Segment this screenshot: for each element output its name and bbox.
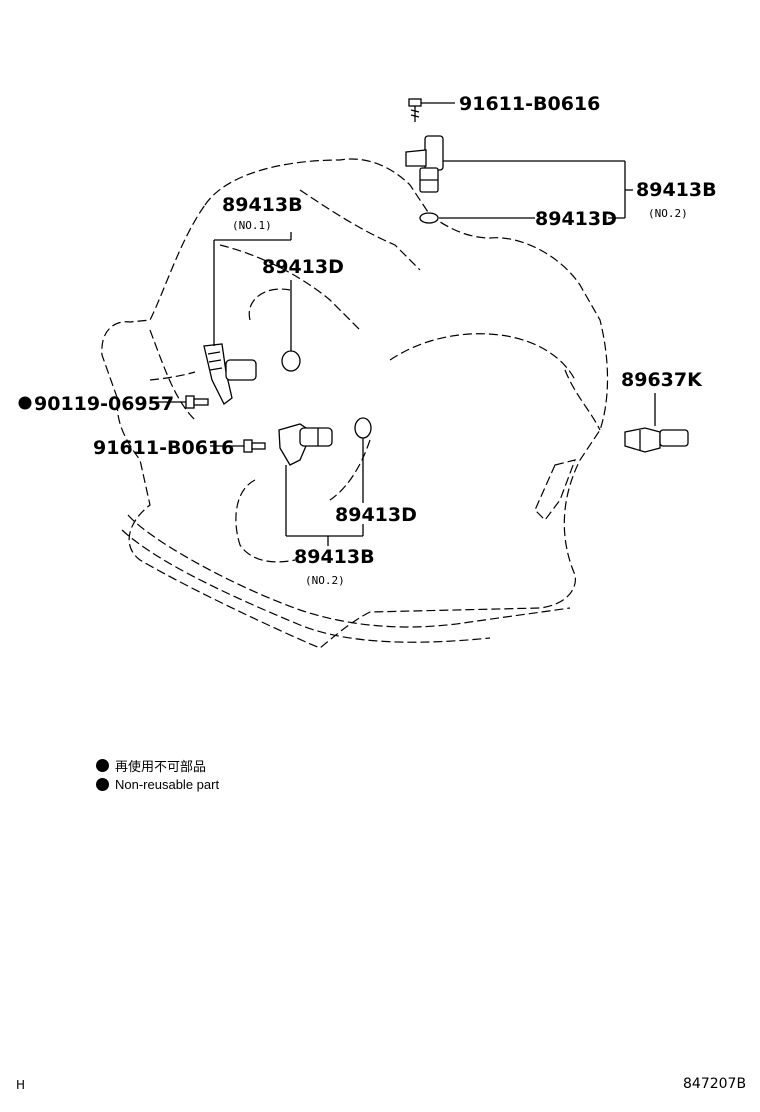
label-oring-top: 89413D: [535, 208, 617, 230]
label-sensor-no2-bottom: 89413B: [294, 546, 375, 568]
label-oring-left: 89413D: [262, 256, 344, 278]
leader-lines-bottom: [285, 438, 364, 546]
knock-sensor[interactable]: [624, 393, 689, 453]
speed-sensor-no1[interactable]: [203, 343, 257, 405]
bolt-mid[interactable]: [210, 439, 266, 453]
bolt-nonreusable[interactable]: [156, 395, 209, 409]
label-sensor-no1: 89413B: [222, 194, 303, 216]
label-oring-bottom: 89413D: [335, 504, 417, 526]
label-bolt-nonreusable: 90119-06957: [34, 393, 174, 415]
o-ring-top[interactable]: [419, 212, 439, 224]
footer-left-mark: H: [16, 1078, 26, 1092]
speed-sensor-no2-bottom[interactable]: [278, 423, 333, 466]
label-bolt-top: 91611-B0616: [459, 93, 600, 115]
legend-en: Non-reusable part: [96, 777, 219, 792]
label-knock-sensor: 89637K: [621, 369, 703, 391]
label-sensor-no2-bottom-sub: (NO.2): [305, 574, 345, 587]
label-sensor-no2-top: 89413B: [636, 179, 717, 201]
label-sensor-no1-sub: (NO.1): [232, 219, 272, 232]
legend-en-text: Non-reusable part: [115, 777, 220, 792]
nonreusable-dot: [18, 396, 32, 410]
legend-dot: [96, 778, 109, 791]
leader-lines-top: [439, 160, 633, 219]
label-bolt-mid: 91611-B0616: [93, 437, 234, 459]
transmission-housing-outline: [101, 158, 609, 649]
legend-jp-text: 再使用不可部品: [115, 759, 207, 774]
speed-sensor-no2-top[interactable]: [405, 135, 444, 193]
diagram-id: 847207B: [683, 1076, 747, 1092]
o-ring-bottom[interactable]: [354, 417, 372, 439]
label-sensor-no2-top-sub: (NO.2): [648, 207, 688, 220]
leader-lines-left: [213, 232, 292, 351]
o-ring-left[interactable]: [281, 350, 301, 372]
legend-jp: 再使用不可部品: [96, 756, 206, 775]
legend-dot: [96, 759, 109, 772]
bolt-top[interactable]: [408, 98, 455, 122]
